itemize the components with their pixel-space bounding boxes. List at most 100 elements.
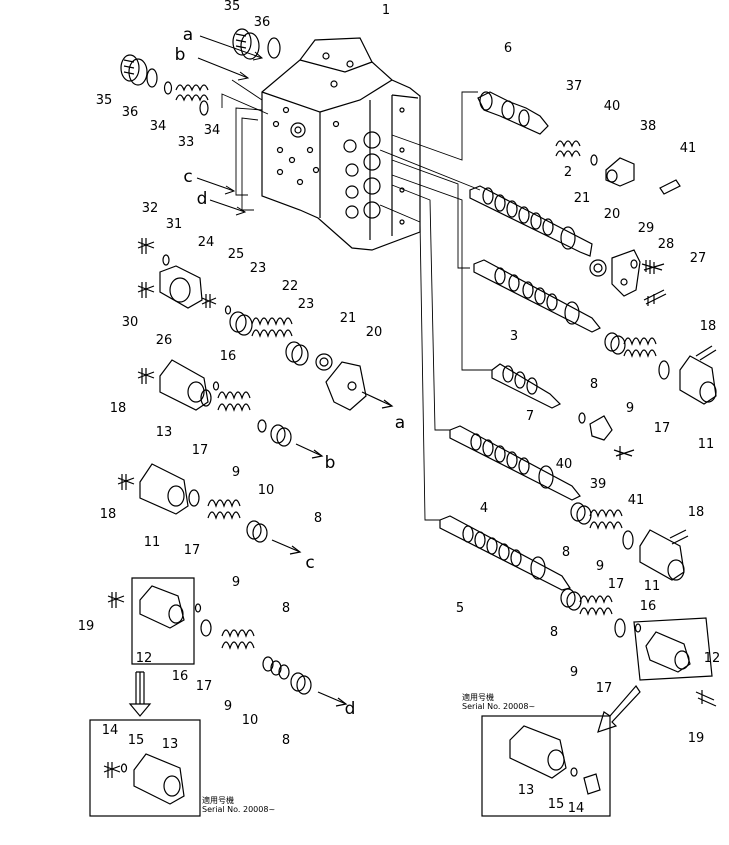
serial-note-right: 適用号機 Serial No. 20008~: [462, 693, 535, 711]
part-number-label: 30: [122, 315, 139, 330]
part-number-label: 11: [144, 535, 161, 550]
reference-letter: b: [175, 45, 186, 65]
part-number-label: 35: [224, 0, 241, 14]
serial-note-title: 適用号機: [202, 796, 234, 805]
part-number-label: 8: [550, 625, 558, 640]
part-number-label: 3: [510, 329, 518, 344]
part-number-label: 34: [204, 123, 221, 138]
part-number-label: 6: [504, 41, 512, 56]
part-number-label: 24: [198, 235, 215, 250]
serial-note-left: 適用号機 Serial No. 20008~: [202, 796, 275, 814]
reference-letter: d: [197, 189, 208, 209]
part-number-label: 18: [100, 507, 117, 522]
part-number-label: 9: [626, 401, 634, 416]
part-number-label: 36: [254, 15, 271, 30]
part-number-label: 23: [298, 297, 315, 312]
spool-assembly-6: [477, 91, 681, 195]
part-number-label: 41: [628, 493, 645, 508]
part-number-label: 13: [162, 737, 179, 752]
reference-letter: c: [305, 553, 314, 573]
part-number-label: 29: [638, 221, 655, 236]
part-number-label: 19: [78, 619, 95, 634]
part-number-label: 41: [680, 141, 697, 156]
part-number-label: 22: [282, 279, 299, 294]
reference-letter: c: [183, 167, 192, 187]
part-number-label: 17: [196, 679, 213, 694]
part-number-label: 35: [96, 93, 113, 108]
part-number-label: 34: [150, 119, 167, 134]
part-number-label: 17: [192, 443, 209, 458]
part-number-label: 2: [564, 165, 572, 180]
part-number-label: 37: [566, 79, 583, 94]
part-number-label: 25: [228, 247, 245, 262]
part-number-label: 12: [136, 651, 153, 666]
part-number-label: 17: [608, 577, 625, 592]
part-number-label: 15: [548, 797, 565, 812]
part-number-label: 10: [258, 483, 275, 498]
part-number-label: 16: [220, 349, 237, 364]
part-number-label: 11: [698, 437, 715, 452]
part-number-label: 32: [142, 201, 159, 216]
part-number-label: 31: [166, 217, 183, 232]
part-number-label: 33: [178, 135, 195, 150]
part-number-label: 14: [102, 723, 119, 738]
part-number-label: 40: [604, 99, 621, 114]
part-number-label: 39: [590, 477, 607, 492]
part-number-label: 15: [128, 733, 145, 748]
reference-letter: d: [345, 699, 356, 719]
spool-5: [439, 515, 571, 591]
part-number-label: 18: [700, 319, 717, 334]
part-number-label: 10: [242, 713, 259, 728]
spool-3: [473, 259, 601, 333]
part-number-label: 11: [644, 579, 661, 594]
part-number-label: 17: [596, 681, 613, 696]
part-number-label: 19: [688, 731, 705, 746]
part-number-label: 9: [232, 465, 240, 480]
serial-note-title: 適用号機: [462, 693, 494, 702]
part-number-label: 28: [658, 237, 675, 252]
part-number-label: 38: [640, 119, 657, 134]
part-labels: 1637403841221202928273536353634333432312…: [78, 0, 721, 816]
part-number-label: 12: [704, 651, 721, 666]
part-number-label: 23: [250, 261, 267, 276]
part-number-label: 27: [690, 251, 707, 266]
part-number-label: 13: [518, 783, 535, 798]
part-number-label: 14: [568, 801, 585, 816]
reference-letter: a: [183, 25, 193, 45]
part-number-label: 8: [282, 733, 290, 748]
part-number-label: 20: [366, 325, 383, 340]
part-number-label: 18: [110, 401, 127, 416]
part-number-label: 8: [282, 601, 290, 616]
part-number-label: 36: [122, 105, 139, 120]
part-number-label: 16: [640, 599, 657, 614]
part-number-label: 21: [574, 191, 591, 206]
part-number-label: 8: [590, 377, 598, 392]
part-number-label: 9: [224, 699, 232, 714]
part-number-label: 7: [526, 409, 534, 424]
part-number-label: 20: [604, 207, 621, 222]
part-number-label: 21: [340, 311, 357, 326]
serial-note-line: Serial No. 20008~: [462, 702, 536, 711]
part-number-label: 9: [232, 575, 240, 590]
part-number-label: 13: [156, 425, 173, 440]
plug-group-top: [120, 28, 281, 116]
reference-letter: b: [325, 453, 336, 473]
part-number-label: 4: [480, 501, 488, 516]
part-number-label: 9: [596, 559, 604, 574]
spool-7: [491, 363, 635, 460]
part-number-label: 1: [382, 3, 390, 18]
part-number-label: 8: [314, 511, 322, 526]
spool-4: [449, 425, 581, 501]
part-number-label: 40: [556, 457, 573, 472]
part-number-label: 8: [562, 545, 570, 560]
part-number-label: 18: [688, 505, 705, 520]
part-number-label: 26: [156, 333, 173, 348]
reference-letter: a: [395, 413, 405, 433]
spool-2: [469, 185, 593, 257]
part-number-label: 17: [654, 421, 671, 436]
serial-note-line: Serial No. 20008~: [202, 805, 276, 814]
part-number-label: 9: [570, 665, 578, 680]
